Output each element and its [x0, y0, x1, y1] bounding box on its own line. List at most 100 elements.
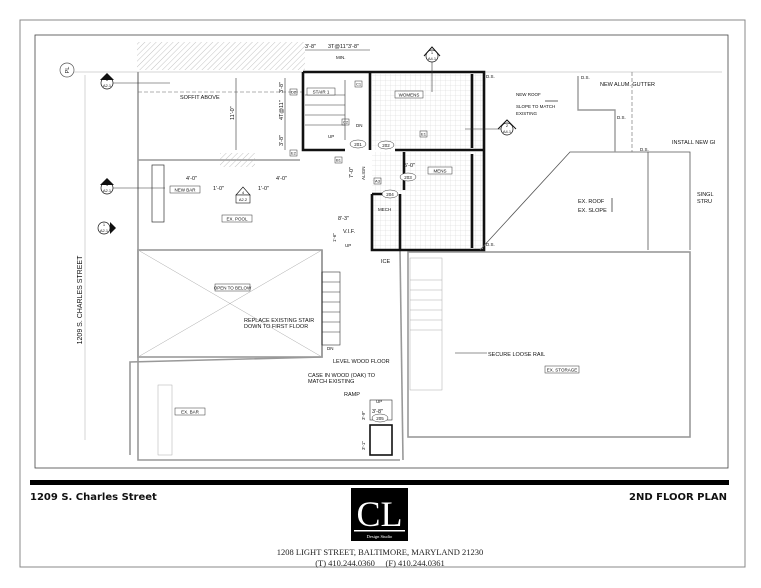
- storage-stair-treads: [409, 257, 443, 391]
- note-ramp: RAMP: [344, 392, 360, 398]
- note-ds-5: D.S.: [486, 242, 495, 247]
- note-min: MIN.: [336, 55, 346, 60]
- note-secure-rail: SECURE LOOSE RAIL: [488, 352, 545, 358]
- svg-text:C2: C2: [343, 120, 349, 125]
- svg-text:3'-8": 3'-8": [305, 44, 316, 50]
- studio-phone: (T) 410.244.0360 (F) 410.244.0361: [315, 558, 445, 568]
- door-tags: D2 C1 C2 E2 E1 A3 B1: [289, 80, 428, 185]
- note-ds-3: D.S.: [617, 115, 626, 120]
- svg-text:4: 4: [242, 190, 245, 195]
- svg-text:3'-1": 3'-1": [361, 441, 366, 450]
- room-womens: WOMENS: [399, 93, 420, 98]
- dimensions: 3'-8" 3T@11" 3'-8" 11'-0" 3'-8" 4T@11" 3…: [186, 44, 415, 450]
- section-marker-1-a2-1: 1 A2.1: [97, 221, 116, 235]
- note-up-ramp: UP: [376, 399, 382, 404]
- room-labels: STAIR 1 WOMENS MENS MECH NEW BAR EX. POO…: [169, 87, 580, 416]
- svg-text:4'-0": 4'-0": [186, 176, 197, 182]
- note-case-2: MATCH EXISTING: [308, 379, 354, 385]
- cl-design-studio-logo: CL Design Studio: [351, 488, 408, 541]
- note-ds-4: D.S.: [640, 147, 649, 152]
- svg-text:204: 204: [386, 192, 394, 197]
- svg-text:4T@11": 4T@11": [279, 100, 285, 120]
- note-align: ALIGN: [361, 166, 366, 180]
- svg-text:2: 2: [506, 123, 509, 128]
- svg-text:B1: B1: [336, 158, 342, 163]
- sheet-border: [19, 19, 746, 568]
- street-label: 1209 S. CHARLES STREET: [77, 255, 84, 344]
- room-mens: MENS: [433, 169, 446, 174]
- note-ds-2: D.S.: [581, 75, 590, 80]
- note-ex-slope: EX. SLOPE: [578, 208, 607, 214]
- note-ds-1: D.S.: [486, 74, 495, 79]
- svg-text:C1: C1: [356, 82, 362, 87]
- note-install: INSTALL NEW GI: [672, 140, 716, 146]
- svg-text:1: 1: [103, 222, 106, 227]
- sheet-title: 2ND FLOOR PLAN: [629, 492, 727, 503]
- section-marker-4-a2-1: 4 A2.1: [100, 178, 165, 195]
- drawing-border: [34, 34, 729, 469]
- svg-text:1: 1: [431, 50, 434, 55]
- section-marker-2-a4-1: 2 A4.1: [465, 119, 517, 136]
- adjacent-building-hatch: [137, 42, 305, 70]
- svg-text:6: 6: [106, 77, 109, 82]
- svg-text:1'-0": 1'-0": [258, 186, 269, 192]
- svg-text:A2.1: A2.1: [103, 188, 112, 193]
- room-mech: MECH: [378, 207, 391, 212]
- room-new-bar: NEW BAR: [174, 188, 196, 193]
- svg-text:202: 202: [382, 143, 390, 148]
- roof-outline: [479, 72, 691, 251]
- svg-text:201: 201: [354, 142, 362, 147]
- note-ex-roof: EX. ROOF: [578, 199, 605, 205]
- svg-text:A4.1: A4.1: [503, 129, 512, 134]
- svg-text:A4.1: A4.1: [428, 56, 437, 61]
- section-marker-1-a4-1: 1 A4.1: [423, 46, 441, 92]
- note-slope-1: SLOPE TO MATCH: [516, 104, 555, 109]
- svg-text:A2.1: A2.1: [100, 228, 109, 233]
- svg-text:3'-9": 3'-9": [361, 411, 366, 420]
- note-level-floor: LEVEL WOOD FLOOR: [333, 359, 390, 365]
- note-dn-replace: DN: [327, 346, 334, 351]
- note-soffit: SOFFIT ABOVE: [180, 95, 220, 101]
- svg-text:203: 203: [404, 175, 412, 180]
- new-bar-counter: [151, 164, 165, 223]
- note-case-1: CASE IN WOOD (OAK) TO: [308, 373, 376, 379]
- svg-text:PL: PL: [65, 67, 71, 74]
- replace-stair-treads: [321, 271, 341, 346]
- note-new-roof: NEW ROOF: [516, 92, 541, 97]
- svg-text:3'-8": 3'-8": [279, 135, 285, 146]
- room-stair-1: STAIR 1: [313, 90, 330, 95]
- svg-text:3'-8": 3'-8": [372, 409, 383, 415]
- note-singl-1: SINGL: [697, 192, 714, 198]
- note-ice: ICE: [381, 259, 391, 265]
- elevation-marker-4-a2-2: 4 A2.2: [235, 186, 251, 204]
- note-gutter: NEW ALUM. GUTTER: [600, 82, 655, 88]
- svg-text:E2: E2: [291, 151, 297, 156]
- svg-text:4: 4: [106, 182, 109, 187]
- room-ex-pool: EX. POOL: [226, 217, 248, 222]
- title-divider: [30, 480, 729, 485]
- note-replace-2: DOWN TO FIRST FLOOR: [244, 324, 308, 330]
- svg-text:1'-6": 1'-6": [332, 233, 337, 242]
- svg-text:205: 205: [376, 416, 384, 421]
- room-ex-bar: EX. BAR: [181, 410, 200, 415]
- svg-text:3T@11": 3T@11": [328, 44, 348, 50]
- note-up-2: UP: [345, 243, 351, 248]
- svg-text:E1: E1: [421, 132, 427, 137]
- svg-text:A3: A3: [375, 179, 381, 184]
- room-ex-storage: EX. STORAGE: [547, 368, 577, 373]
- note-singl-2: STRU: [697, 199, 712, 205]
- room-numbers: 201 202 203 204 205: [349, 139, 417, 423]
- svg-text:8'-3": 8'-3": [338, 216, 349, 222]
- svg-text:A2.2: A2.2: [239, 197, 248, 202]
- new-core-walls: [301, 70, 486, 252]
- note-replace-1: REPLACE EXISTING STAIR: [244, 318, 314, 324]
- svg-text:1'-0": 1'-0": [213, 186, 224, 192]
- svg-text:3'-8": 3'-8": [279, 82, 285, 93]
- svg-text:A2.1: A2.1: [103, 83, 112, 88]
- note-vif: V.I.F.: [343, 229, 355, 235]
- room-open-below: OPEN TO BELOW: [214, 286, 252, 291]
- note-slope-2: EXISTING: [516, 111, 538, 116]
- svg-text:5'-0": 5'-0": [404, 163, 415, 169]
- svg-text:CL: CL: [356, 494, 402, 534]
